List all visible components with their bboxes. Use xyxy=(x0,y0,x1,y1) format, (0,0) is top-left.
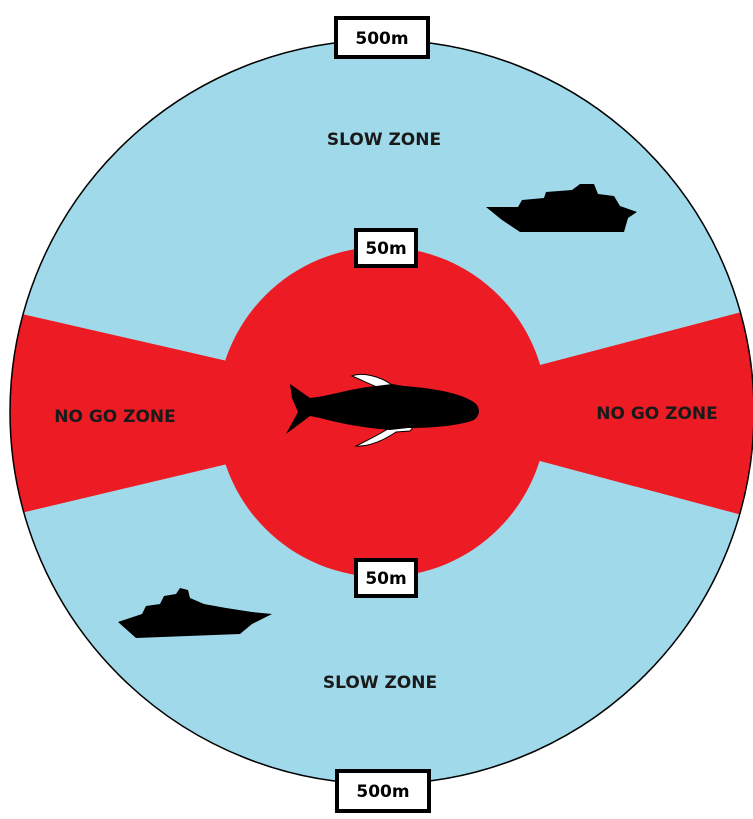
distance-label: 50m xyxy=(365,569,406,589)
no-go-zone-left-label: NO GO ZONE xyxy=(54,407,176,427)
distance-marker-outer-bottom: 500m xyxy=(337,771,429,811)
distance-marker-outer-top: 500m xyxy=(336,18,428,57)
no-go-zone-right-label: NO GO ZONE xyxy=(596,404,718,424)
distance-marker-inner-bottom: 50m xyxy=(356,560,416,596)
distance-marker-inner-top: 50m xyxy=(356,230,416,266)
slow-zone-bottom-label: SLOW ZONE xyxy=(323,673,437,693)
distance-label: 500m xyxy=(356,782,409,802)
distance-label: 500m xyxy=(355,29,408,49)
distance-label: 50m xyxy=(365,239,406,259)
slow-zone-top-label: SLOW ZONE xyxy=(327,130,441,150)
